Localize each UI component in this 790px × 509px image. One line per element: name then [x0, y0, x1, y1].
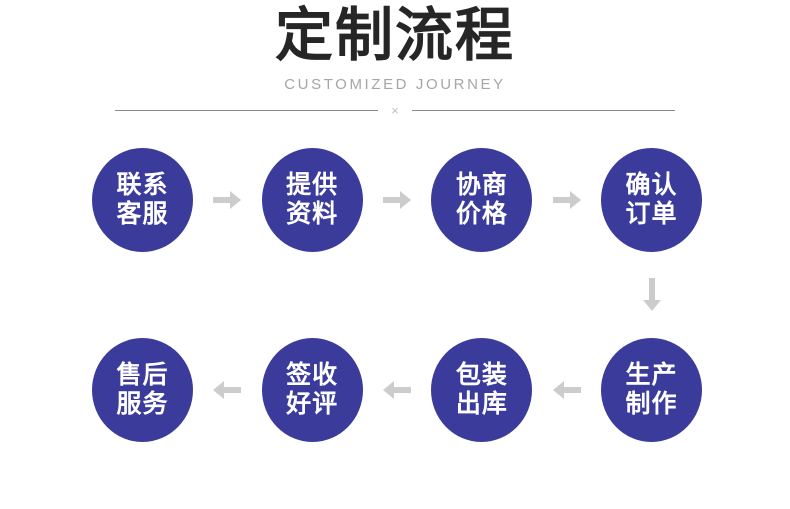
node-label-line1: 签收 — [286, 361, 339, 389]
arrow-shaft — [552, 197, 570, 203]
node-label-line2: 客服 — [116, 200, 169, 228]
arrow-head — [213, 381, 225, 399]
node-label-line2: 订单 — [625, 200, 678, 228]
node-label-line1: 售后 — [116, 361, 169, 389]
node-label-line1: 生产 — [625, 361, 678, 389]
connector-1-2 — [193, 148, 262, 252]
flow-node-production[interactable]: 生产 制作 — [601, 338, 703, 442]
arrow-head — [569, 191, 581, 209]
connector-3-4 — [532, 148, 601, 252]
flow-node-negotiate-price[interactable]: 协商 价格 — [431, 148, 533, 252]
node-label-line1: 提供 — [286, 171, 339, 199]
header-divider: × — [115, 101, 675, 119]
node-label-line2: 制作 — [625, 390, 678, 418]
arrow-head — [383, 381, 394, 399]
connector-6-5 — [193, 338, 262, 442]
arrow-left-icon — [552, 380, 581, 400]
divider-line-left — [115, 109, 378, 111]
arrow-head — [643, 299, 661, 311]
arrow-right-icon — [383, 190, 411, 210]
arrow-right-icon — [552, 190, 581, 210]
flow-node-packaging-shipping[interactable]: 包装 出库 — [431, 338, 533, 442]
node-label-line1: 协商 — [455, 171, 508, 199]
header: 定制流程 CUSTOMIZED JOURNEY — [0, 0, 790, 94]
node-label-line2: 价格 — [455, 200, 508, 228]
arrow-right-icon — [213, 190, 242, 210]
flow-node-confirm-order[interactable]: 确认 订单 — [601, 148, 703, 252]
arrow-shaft — [394, 387, 411, 393]
flow-node-contact-service[interactable]: 联系 客服 — [92, 148, 193, 252]
arrow-head — [552, 381, 564, 399]
flow-node-after-sales-service[interactable]: 售后 服务 — [92, 338, 193, 442]
arrow-shaft — [563, 387, 581, 393]
node-label-line2: 好评 — [286, 390, 339, 418]
arrow-shaft — [224, 387, 242, 393]
divider-cross-icon: × — [391, 102, 399, 118]
arrow-shaft — [213, 197, 231, 203]
flow-node-receive-and-review[interactable]: 签收 好评 — [261, 338, 363, 442]
node-label-line2: 出库 — [455, 390, 508, 418]
arrow-left-icon — [213, 380, 242, 400]
node-label-line2: 资料 — [286, 200, 339, 228]
flow-node-provide-materials[interactable]: 提供 资料 — [261, 148, 363, 252]
arrow-head — [230, 191, 242, 209]
arrow-shaft — [383, 197, 400, 203]
connector-7-6 — [363, 338, 432, 442]
connector-2-3 — [363, 148, 432, 252]
connector-8-7 — [532, 338, 601, 442]
flow-row-2: 售后 服务 签收 好评 包装 出库 — [0, 338, 790, 442]
arrow-left-icon — [383, 380, 411, 400]
arrow-head — [400, 191, 411, 209]
node-label-line2: 服务 — [116, 390, 169, 418]
page-title: 定制流程 — [274, 3, 515, 68]
node-label-line1: 确认 — [625, 171, 678, 199]
arrow-shaft — [649, 277, 655, 300]
flow-row-1: 联系 客服 提供 资料 协商 价格 — [0, 148, 790, 252]
divider-line-right — [412, 109, 675, 111]
node-label-line1: 包装 — [455, 361, 508, 389]
node-label-line1: 联系 — [116, 171, 169, 199]
page-subtitle: CUSTOMIZED JOURNEY — [284, 76, 506, 93]
arrow-down-icon — [637, 272, 667, 316]
